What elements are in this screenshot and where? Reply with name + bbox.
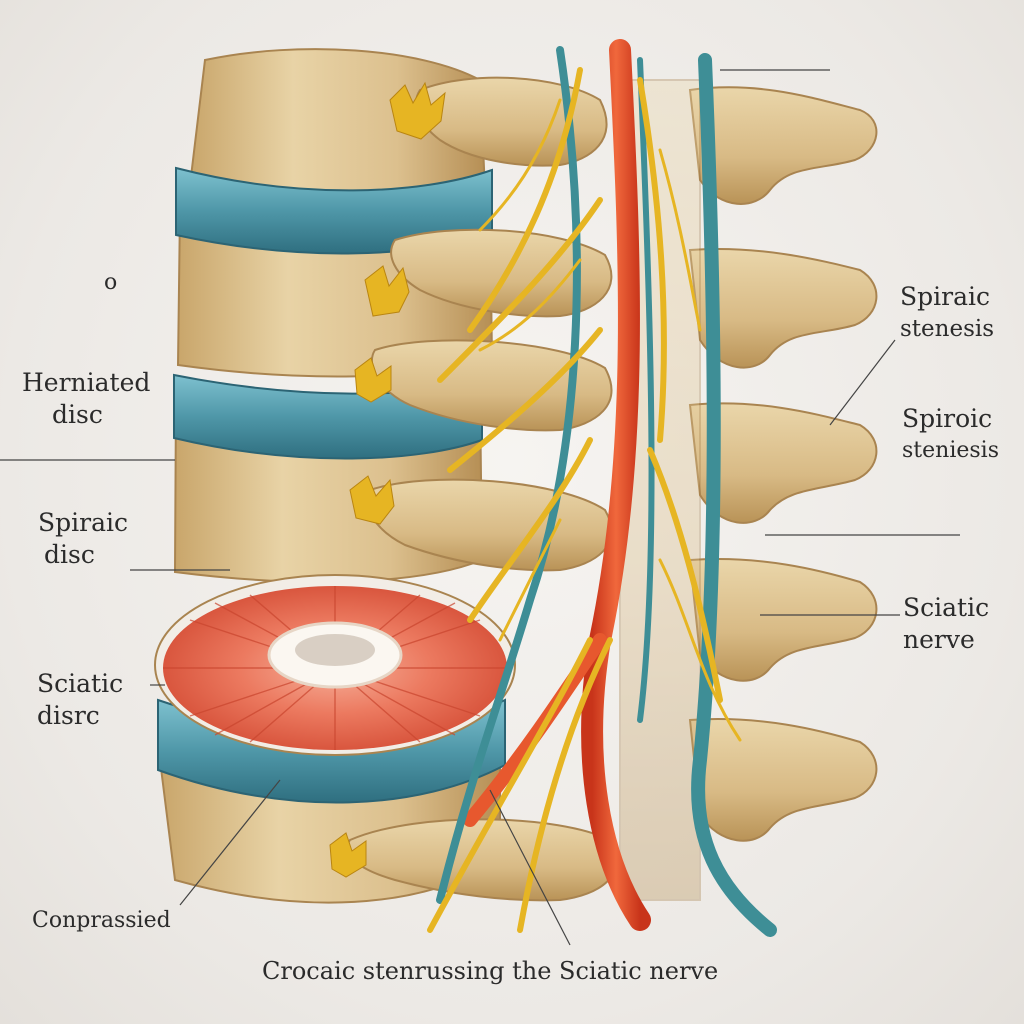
caption: Crocaic stenrussing the Sciatic nerve [262,957,719,985]
spinal-nerves [427,39,777,937]
herniated-disc-cross-section [154,574,516,756]
spiraic-disc-label: Spiraic disc [38,507,128,571]
herniated-disc-label-line2: disc [52,400,103,429]
spiroic-steniesis-label: Spiroic steniesis [902,403,999,467]
spiraic-stenesis-label-top-line1: Spiraic [900,282,990,311]
spiroic-steniesis-label-line2: steniesis [902,438,999,463]
sciatic-nerve-label-line1: Sciatic [903,593,990,622]
spiraic-disc-label-line1: Spiraic [38,508,128,537]
dot-label: o [104,270,118,295]
sciatic-disrc-label-line2: disrc [37,701,100,730]
compressed-label: Conprassied [32,908,171,933]
sciatic-nerve-label: Sciatic nerve [903,592,989,656]
nerve-root-fibers [329,81,446,878]
spiraic-stenesis-label-top: Spiraic stenesis [900,281,994,345]
herniated-disc-label-line1: Herniated [22,368,151,397]
spiraic-stenesis-label-top-line2: stenesis [900,316,995,342]
sciatic-disrc-label-line1: Sciatic [37,669,124,698]
sciatic-nerve-label-line2: nerve [903,625,975,654]
leader-lines [0,69,960,946]
spiraic-disc-label-line2: disc [44,540,95,569]
sciatic-disrc-label: Sciatic disrc [37,668,123,732]
spiroic-steniesis-label-line1: Spiroic [902,404,993,433]
herniated-disc-label: Herniated disc [22,367,150,431]
